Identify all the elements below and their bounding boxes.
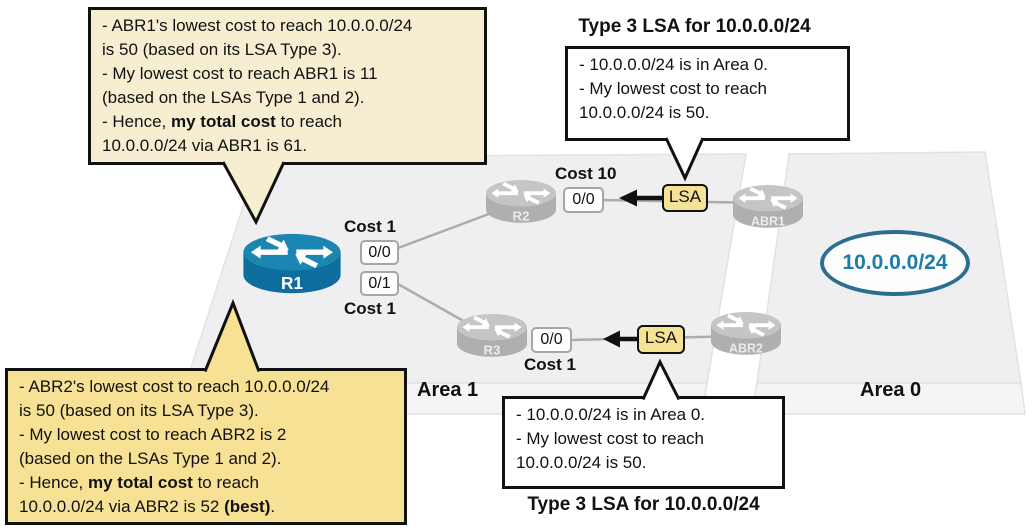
interface-box-r1-0-0: 0/0 <box>360 240 399 265</box>
lsa-arrow-head-left-icon <box>619 189 637 207</box>
heading-type3-lsa-bottom: Type 3 LSA for 10.0.0.0/24 <box>527 494 760 515</box>
router-label: ABR1 <box>751 214 785 228</box>
router-r2: R2 <box>481 173 561 229</box>
callout-lsa-top-note: - 10.0.0.0/24 is in Area 0. - My lowest … <box>565 46 850 141</box>
router-abr2: ABR2 <box>704 305 788 361</box>
router-label: R3 <box>484 342 501 357</box>
router-icon: R1 <box>243 233 341 294</box>
interface-box-r1-0-1: 0/1 <box>360 271 399 296</box>
area1-label: Area 1 <box>417 379 479 401</box>
callout-tail-abr2 <box>203 298 261 373</box>
router-icon: ABR1 <box>733 185 803 228</box>
router-icon: ABR2 <box>711 312 781 355</box>
router-abr1: ABR1 <box>726 178 810 234</box>
callout-abr1-note: - ABR1's lowest cost to reach 10.0.0.0/2… <box>88 7 487 165</box>
router-r3: R3 <box>452 307 532 363</box>
router-label: R1 <box>281 273 303 293</box>
callout-tail-lsa-top <box>664 137 705 182</box>
callout-lsa-bottom-note: - 10.0.0.0/24 is in Area 0. - My lowest … <box>502 396 785 489</box>
network-ellipse: 10.0.0.0/24 <box>820 230 970 296</box>
callout-tail-abr1 <box>221 161 286 226</box>
router-label: ABR2 <box>729 341 763 355</box>
cost-label-r2-abr1: Cost 10 <box>555 164 617 183</box>
cost-label-r1-r2: Cost 1 <box>344 217 396 236</box>
router-icon: R3 <box>457 314 527 357</box>
callout-text: - 10.0.0.0/24 is in Area 0. - My lowest … <box>579 55 769 122</box>
callout-text: - ABR2's lowest cost to reach 10.0.0.0/2… <box>19 377 330 516</box>
cost-label-r1-r3: Cost 1 <box>344 299 396 318</box>
interface-box-r3-0-0: 0/0 <box>531 327 572 353</box>
callout-abr2-note: - ABR2's lowest cost to reach 10.0.0.0/2… <box>5 368 407 525</box>
callout-text: - 10.0.0.0/24 is in Area 0. - My lowest … <box>516 405 706 472</box>
interface-box-r2-0-0: 0/0 <box>563 187 604 213</box>
callout-tail-lsa-bottom <box>641 358 681 401</box>
cost-label-r3-abr2: Cost 1 <box>524 355 576 374</box>
router-label: R2 <box>513 208 530 223</box>
network-label: 10.0.0.0/24 <box>842 251 948 274</box>
router-r1: R1 <box>238 224 346 302</box>
heading-type3-lsa-top: Type 3 LSA for 10.0.0.0/24 <box>578 16 811 37</box>
router-icon: R2 <box>486 180 556 223</box>
lsa-tag-top: LSA <box>662 184 708 212</box>
area0-label: Area 0 <box>860 379 922 401</box>
callout-text: - ABR1's lowest cost to reach 10.0.0.0/2… <box>102 16 413 155</box>
lsa-arrow-head-left-icon <box>603 330 620 348</box>
lsa-tag-bottom: LSA <box>637 325 685 354</box>
